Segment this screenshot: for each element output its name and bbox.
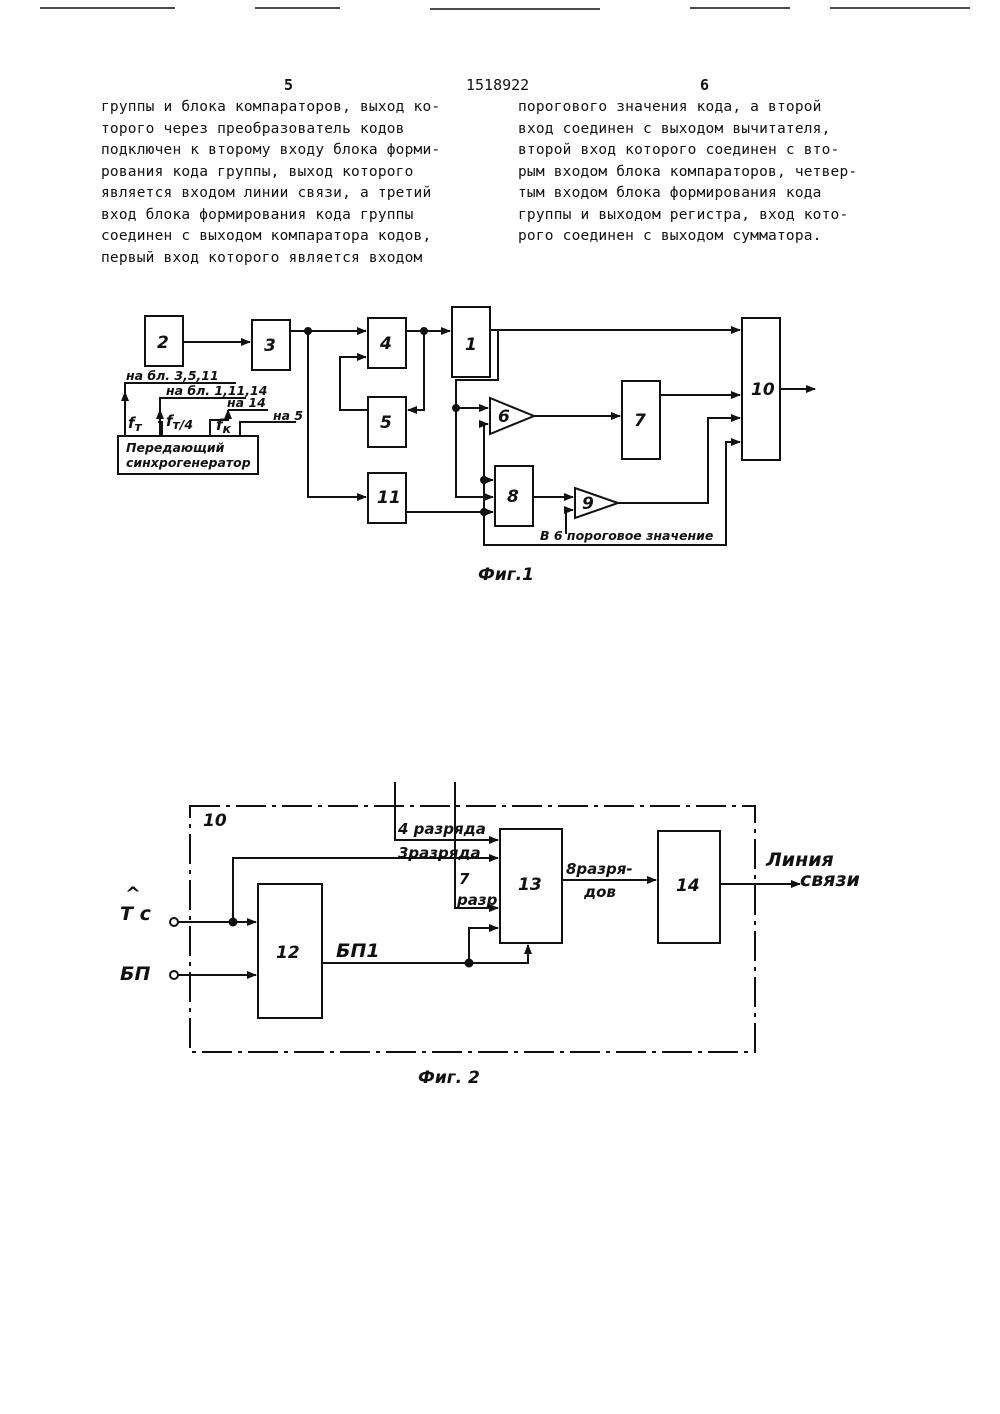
label-block-12: 12 bbox=[276, 943, 300, 963]
label-8-bits-a: 8разря- bbox=[566, 860, 633, 878]
label-block-4: 4 bbox=[379, 334, 392, 354]
label-bp1: БП1 bbox=[336, 940, 380, 962]
label-comparator-9: 9 bbox=[582, 494, 594, 514]
comparator-6 bbox=[490, 398, 534, 434]
sync-generator-line2: синхрогенератор bbox=[126, 455, 251, 470]
label-comparator-6: 6 bbox=[498, 407, 510, 427]
label-to-blocks-3-5-11: на бл. 3,5,11 bbox=[126, 368, 219, 383]
freq-labels: fт fт/4 fк bbox=[128, 412, 232, 436]
label-f-t: fт bbox=[128, 414, 143, 434]
top-rule bbox=[40, 8, 970, 9]
fig1-caption: Фиг.1 bbox=[478, 565, 534, 585]
label-threshold: В 6 пороговое значение bbox=[540, 528, 713, 543]
label-line-1: Линия bbox=[765, 849, 834, 871]
label-7-bits-a: 7 bbox=[459, 870, 470, 888]
label-block-5: 5 bbox=[380, 413, 392, 433]
input-tc-terminal bbox=[170, 918, 178, 926]
label-tc-hat: ^ bbox=[125, 883, 141, 905]
label-4-bits: 4 разряда bbox=[397, 820, 486, 838]
label-to-block-14: на 14 bbox=[227, 395, 266, 410]
label-bp: БП bbox=[120, 963, 150, 985]
label-7-bits-b: разр bbox=[456, 891, 498, 909]
label-block-1: 1 bbox=[465, 335, 477, 355]
label-3-bits: 3разряда bbox=[398, 844, 481, 862]
label-block-2: 2 bbox=[157, 333, 169, 353]
label-line-2: связи bbox=[800, 869, 860, 891]
label-block-7: 7 bbox=[634, 411, 646, 431]
label-to-block-5: на 5 bbox=[273, 408, 303, 423]
label-block-8: 8 bbox=[507, 487, 519, 507]
label-8-bits-b: дов bbox=[583, 883, 616, 901]
label-block-10: 10 bbox=[751, 380, 775, 400]
input-bp-terminal bbox=[170, 971, 178, 979]
label-block-13: 13 bbox=[518, 875, 542, 895]
label-block-3: 3 bbox=[264, 336, 276, 356]
fig2-caption: Фиг. 2 bbox=[418, 1068, 480, 1088]
label-block-10-fig2: 10 bbox=[203, 811, 227, 831]
label-tc: Т с bbox=[120, 903, 152, 925]
label-block-14: 14 bbox=[676, 876, 700, 896]
sync-generator-line1: Передающий bbox=[126, 440, 225, 455]
label-f-t4: fт/4 bbox=[166, 412, 193, 432]
label-block-11: 11 bbox=[377, 488, 401, 508]
